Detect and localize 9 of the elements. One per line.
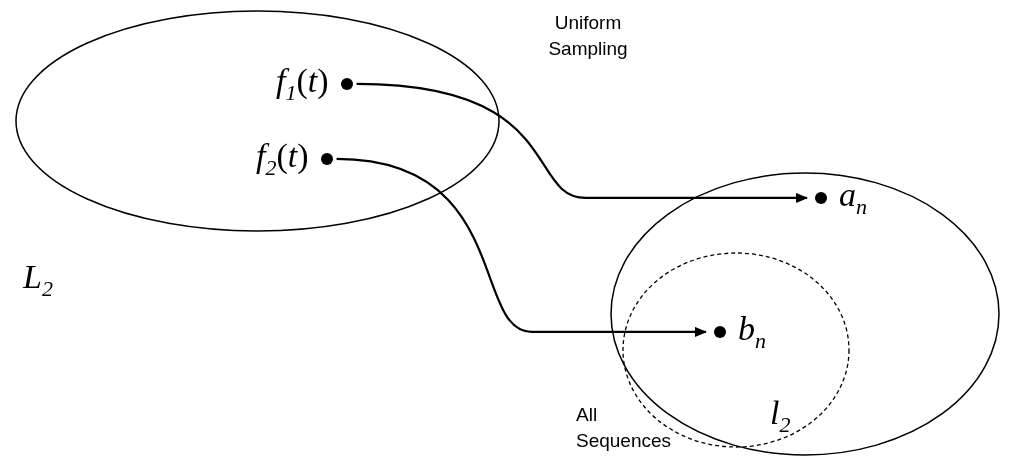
arrow [356, 82, 808, 203]
point-label: f$_{1}$(t) [276, 64, 329, 104]
set-label: L$_{2}$ [23, 260, 54, 300]
point-label: a$_{n}$ [839, 178, 867, 218]
arrow [336, 157, 707, 337]
set-label: All Sequences [576, 403, 673, 453]
point-label: f$_{2}$(t) [256, 139, 309, 179]
point-label: b$_{n}$ [738, 312, 766, 352]
set-label: l$_{2}$ [770, 396, 792, 436]
